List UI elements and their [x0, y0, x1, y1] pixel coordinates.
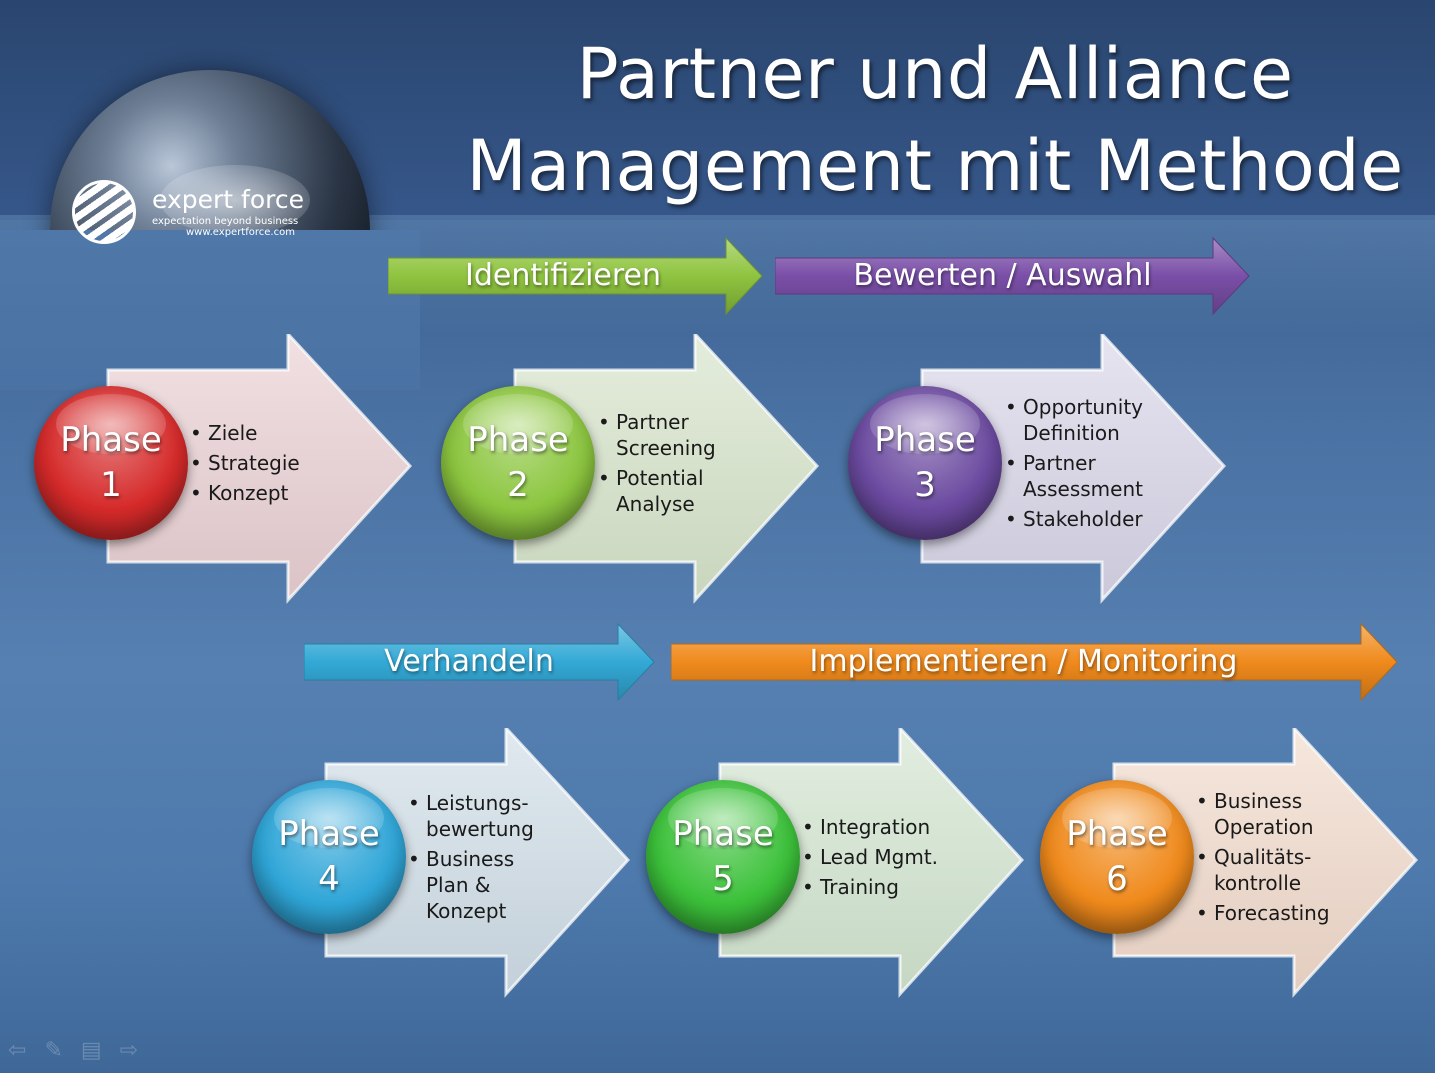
- phase-word: Phase: [672, 814, 774, 854]
- title-line-1: Partner und Alliance: [576, 33, 1294, 115]
- phase-1-block: Phase 1 Ziele Strategie Konzept: [34, 334, 454, 604]
- phase-5-block: Phase 5 Integration Lead Mgmt. Training: [646, 728, 1066, 998]
- page-title: Partner und Alliance Management mit Meth…: [440, 28, 1430, 212]
- phase-number: 5: [712, 859, 734, 899]
- logo-name: expert force: [152, 185, 304, 214]
- bullet-item: Ziele: [190, 420, 300, 446]
- stage-arrow-body: [775, 236, 1250, 316]
- phase-number: 6: [1106, 859, 1128, 899]
- phase-4-block: Phase 4 Leistungs-bewertung BusinessPlan…: [252, 728, 672, 998]
- phase-number: 4: [318, 859, 340, 899]
- phase-number: 2: [507, 465, 529, 505]
- menu-icon[interactable]: ▤: [80, 1038, 102, 1063]
- bullet-item: Lead Mgmt.: [802, 844, 938, 870]
- phase-bullet-list: Ziele Strategie Konzept: [190, 420, 300, 510]
- logo-url: www.expertforce.com: [186, 227, 295, 238]
- globe-horizon: [0, 230, 420, 390]
- stage-arrow-body: [671, 622, 1398, 702]
- pen-icon[interactable]: ✎: [44, 1038, 63, 1063]
- arrow-left-icon[interactable]: ⇦: [8, 1038, 27, 1063]
- phase-orb: Phase 2: [441, 386, 595, 540]
- phase-orb: Phase 6: [1040, 780, 1194, 934]
- globe-highlight: [160, 165, 310, 235]
- phase-number: 1: [100, 465, 122, 505]
- phase-orb: Phase 1: [34, 386, 188, 540]
- stage-arrow-identifizieren: Identifizieren: [388, 236, 764, 316]
- bullet-item: Konzept: [190, 480, 300, 506]
- phase-orb: Phase 3: [848, 386, 1002, 540]
- phase-word: Phase: [874, 420, 976, 460]
- logo-mark-icon: [72, 180, 136, 244]
- phase-word: Phase: [60, 420, 162, 460]
- company-logo: expert force expectation beyond business…: [70, 178, 330, 248]
- bullet-item: Strategie: [190, 450, 300, 476]
- bullet-item: Qualitäts-kontrolle: [1196, 844, 1330, 896]
- stage-label: Bewerten / Auswahl: [853, 258, 1152, 293]
- phase-orb: Phase 4: [252, 780, 406, 934]
- phase-word: Phase: [467, 420, 569, 460]
- stage-arrow-body: [304, 622, 655, 702]
- stage-label: Verhandeln: [384, 644, 554, 679]
- bullet-item: Forecasting: [1196, 900, 1330, 926]
- phase-orb: Phase 5: [646, 780, 800, 934]
- bullet-item: Integration: [802, 814, 938, 840]
- phase-word: Phase: [278, 814, 380, 854]
- stage-arrow-body: [388, 236, 763, 316]
- phase-word: Phase: [1066, 814, 1168, 854]
- phase-bullet-list: Integration Lead Mgmt. Training: [802, 814, 938, 904]
- stage-arrow-implementieren: Implementieren / Monitoring: [671, 622, 1399, 702]
- stage-arrow-shape: [304, 622, 655, 702]
- title-line-2: Management mit Methode: [466, 125, 1404, 207]
- slide-nav-controls: ⇦ ✎ ▤ ⇨: [8, 1040, 138, 1062]
- bullet-item: Training: [802, 874, 938, 900]
- stage-arrow-verhandeln: Verhandeln: [304, 622, 656, 702]
- stage-arrow-shape: [388, 236, 763, 316]
- stage-label: Implementieren / Monitoring: [809, 644, 1238, 679]
- stage-arrow-bewerten: Bewerten / Auswahl: [775, 236, 1251, 316]
- phase-number: 3: [914, 465, 936, 505]
- stage-label: Identifizieren: [464, 258, 662, 293]
- bullet-item: Leistungs-bewertung: [408, 790, 534, 842]
- stage-arrow-shape: [671, 622, 1398, 702]
- stage-arrow-shape: [775, 236, 1250, 316]
- bullet-item: Stakeholder: [1005, 506, 1143, 532]
- logo-tagline: expectation beyond business: [152, 216, 299, 227]
- arrow-right-icon[interactable]: ⇨: [119, 1038, 139, 1063]
